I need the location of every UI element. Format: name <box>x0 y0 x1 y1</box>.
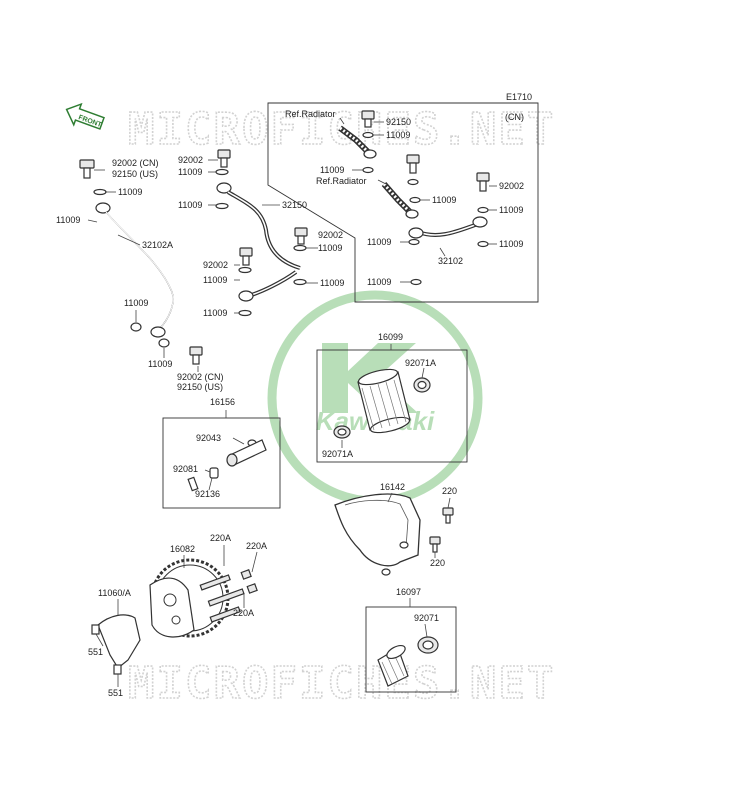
label-220-a: 220 <box>442 486 457 496</box>
label-92071: 92071 <box>414 613 439 623</box>
label-92150-r: 92150 <box>386 117 411 127</box>
cn-pipe-parts <box>338 110 490 286</box>
oil-screen-frame <box>365 606 457 693</box>
label-16142: 16142 <box>380 482 405 492</box>
label-92002-r: 92002 <box>499 181 524 191</box>
label-11009-m4: 11009 <box>203 275 227 285</box>
label-551-a: 551 <box>88 647 103 657</box>
relief-valve-16156 <box>187 439 267 492</box>
relief-valve-frame <box>162 417 281 509</box>
label-92002-m3: 92002 <box>203 260 228 270</box>
cover-16142 <box>334 493 454 576</box>
label-ref-radiator-2: Ref.Radiator <box>316 176 367 186</box>
label-16099: 16099 <box>378 332 403 342</box>
label-11009-m2: 11009 <box>178 200 202 210</box>
label-220-b: 220 <box>430 558 445 568</box>
label-92136: 92136 <box>195 489 220 499</box>
cn-inset-frame <box>267 102 539 303</box>
oil-screen-16097 <box>377 636 439 687</box>
label-11009-m6: 11009 <box>203 308 227 318</box>
label-11060a: 11060/A <box>98 588 131 598</box>
label-11009-c: 11009 <box>124 298 148 308</box>
label-92002-cn-top: 92002 (CN) <box>112 158 159 168</box>
oil-pump-16082 <box>149 558 258 638</box>
label-220a-1: 220A <box>210 533 231 543</box>
oil-filter-16099 <box>333 368 431 439</box>
leader-lines <box>87 117 497 687</box>
front-arrow-icon: FRONT <box>65 102 105 130</box>
label-92002-cn-bot: 92002 (CN) <box>177 372 224 382</box>
label-11009-r3: 11009 <box>432 195 456 205</box>
label-16097: 16097 <box>396 587 421 597</box>
label-11009-b: 11009 <box>56 215 80 225</box>
label-11009-d: 11009 <box>148 359 172 369</box>
label-16082: 16082 <box>170 544 195 554</box>
label-92002-m1: 92002 <box>178 155 203 165</box>
label-32150: 32150 <box>282 200 307 210</box>
oil-pipe-32102a <box>79 159 203 365</box>
label-11009-r7: 11009 <box>367 277 391 287</box>
label-11009-m5: 11009 <box>320 278 344 288</box>
oil-pipe-32150 <box>215 149 308 317</box>
label-92150-us-bot: 92150 (US) <box>177 382 223 392</box>
label-ref-radiator-1: Ref.Radiator <box>285 109 336 119</box>
label-11009-r4: 11009 <box>499 205 523 215</box>
watermark-bottom: MICROFICHES.NET <box>128 658 555 709</box>
diagram-id: E1710 <box>506 92 532 102</box>
label-551-b: 551 <box>108 688 123 698</box>
label-220a-3: 220A <box>233 608 254 618</box>
label-220a-2: 220A <box>246 541 267 551</box>
label-32102: 32102 <box>438 256 463 266</box>
label-92043: 92043 <box>196 433 221 443</box>
label-11009-r2: 11009 <box>320 165 344 175</box>
label-16156: 16156 <box>210 397 235 407</box>
oil-filter-frame <box>316 349 468 463</box>
label-11009-m3: 11009 <box>318 243 342 253</box>
label-cn-box: (CN) <box>505 112 524 122</box>
label-92071a-bottom: 92071A <box>322 449 353 459</box>
label-11009-r1: 11009 <box>386 130 410 140</box>
label-32102a: 32102A <box>142 240 173 250</box>
label-92081: 92081 <box>173 464 198 474</box>
bracket-11060a <box>91 614 141 675</box>
label-92071a-top: 92071A <box>405 358 436 368</box>
label-11009-r6: 11009 <box>499 239 523 249</box>
label-92002-m2: 92002 <box>318 230 343 240</box>
label-11009-a: 11009 <box>118 187 142 197</box>
label-11009-r5: 11009 <box>367 237 391 247</box>
label-11009-m1: 11009 <box>178 167 202 177</box>
label-92150-us-top: 92150 (US) <box>112 169 158 179</box>
